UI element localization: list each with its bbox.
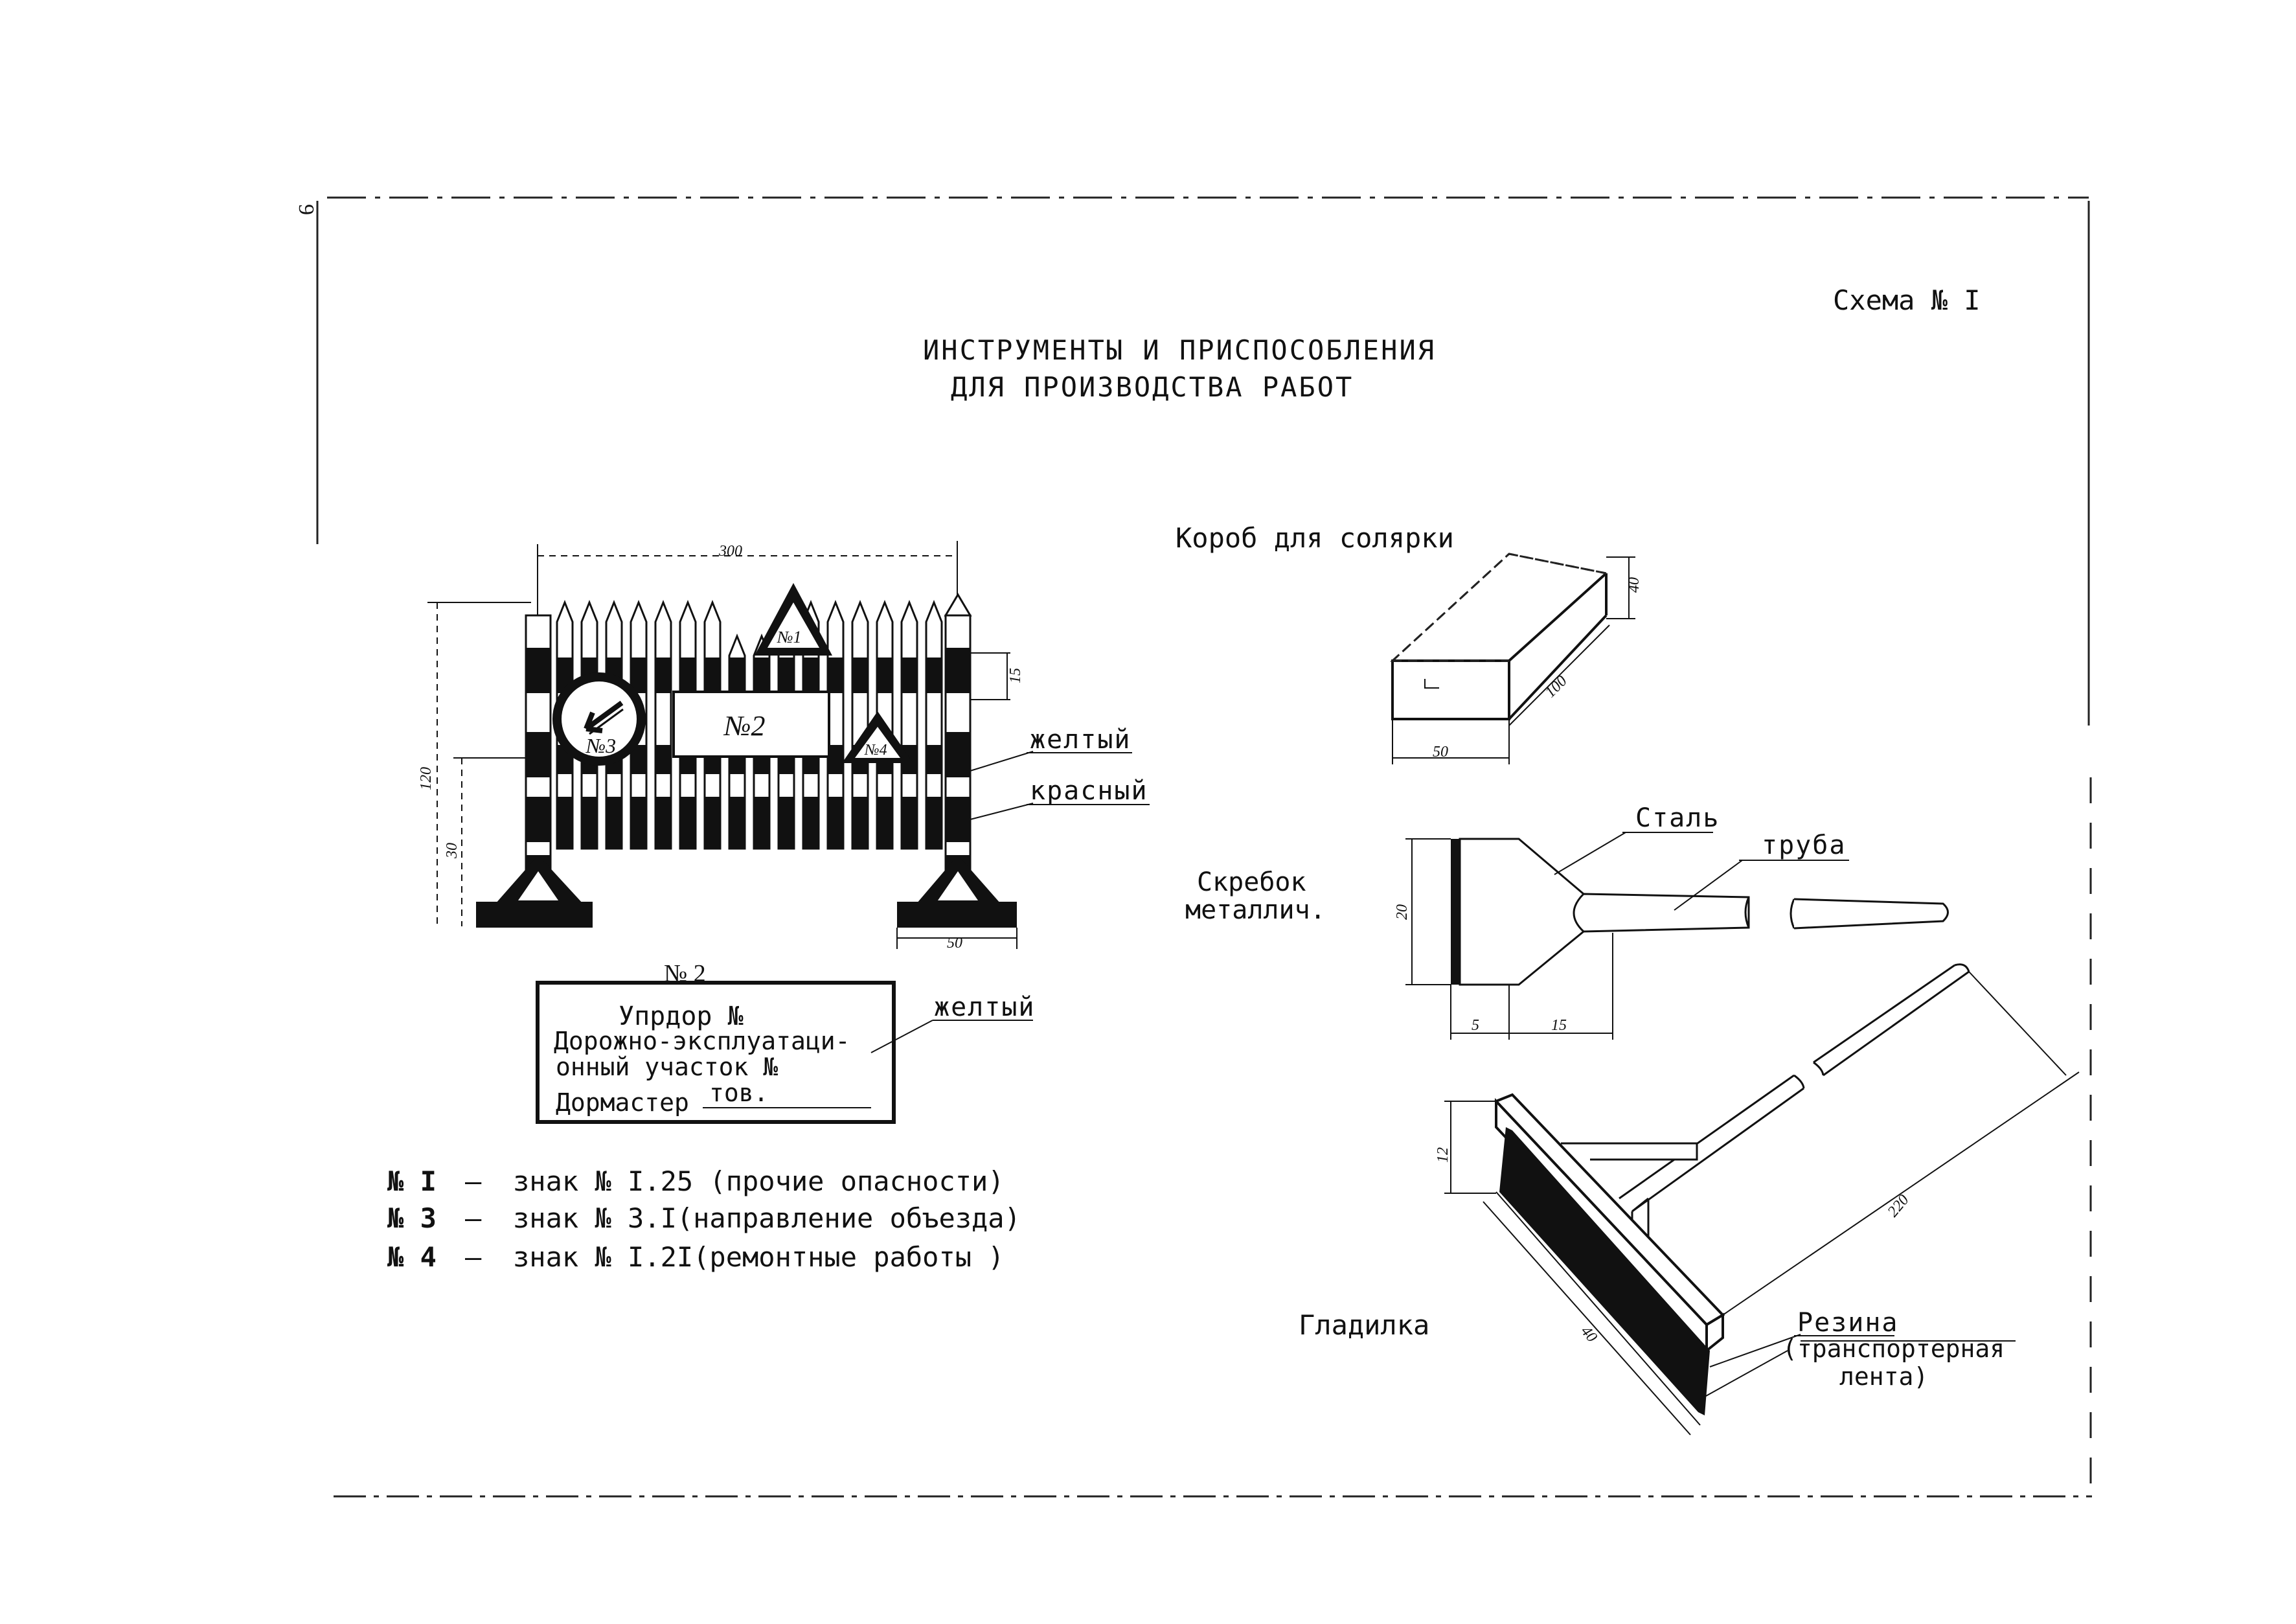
picket-stripe <box>655 797 671 849</box>
scraper-pipe-label: труба <box>1762 830 1846 860</box>
trowel-rubber-line1: Резина <box>1797 1308 1899 1338</box>
picket-stripe <box>926 658 942 693</box>
picket-stripe <box>754 658 769 693</box>
plate-line4-prefix: Дормастер <box>556 1088 689 1117</box>
plate-line2: Дорожно-эксплуатаци- <box>554 1027 850 1055</box>
picket-stripe <box>926 797 942 849</box>
picket-stripe <box>655 658 671 693</box>
scraper-title-line1: Скребок <box>1197 867 1306 897</box>
scraper-dim-b: 15 <box>1551 1017 1567 1034</box>
trowel-drawing: 220 40 12 Гладилка Резина (транспортерна… <box>1299 963 2080 1435</box>
warning-triangle-sign-1: №1 <box>755 583 832 656</box>
roadworks-triangle-sign-4: №4 <box>842 711 913 763</box>
picket-stripe <box>779 658 794 693</box>
picket-stripe <box>828 658 843 693</box>
trowel-dim-height: 12 <box>1435 1147 1451 1163</box>
picket-stripe <box>877 658 892 693</box>
scraper-steel-label: Сталь <box>1635 803 1720 833</box>
info-plate-sign-2: №2 <box>672 691 830 758</box>
picket-stripe <box>680 797 696 849</box>
sign-1-label: №1 <box>777 628 802 646</box>
picket-stripe <box>754 797 769 849</box>
picket-stripe <box>852 658 868 693</box>
barrier-yellow-label: желтый <box>1030 725 1131 755</box>
barrier-dim-stripe: 15 <box>1007 668 1024 683</box>
trowel-rubber-line2: (транспортерная <box>1782 1334 2005 1363</box>
picket-stripe <box>729 658 745 693</box>
road-barrier-drawing: 300 120 30 15 <box>418 541 1150 952</box>
sign-4-label: №4 <box>864 742 887 759</box>
barrier-dim-mid: 30 <box>444 843 460 859</box>
sheet-frame <box>316 196 2092 1498</box>
sign-2-label: №2 <box>723 710 766 742</box>
legend-dash-3: – <box>465 1241 482 1273</box>
plate-no2-drawing: № 2 Упрдор № Дорожно-эксплуатаци- онный … <box>536 960 1036 1124</box>
trowel-dim-blade: 40 <box>1577 1323 1600 1345</box>
detour-round-sign-3: №3 <box>552 672 646 766</box>
page-number: 9 <box>294 204 318 215</box>
scraper-title-line2: металлич. <box>1185 895 1326 925</box>
sign-3-label: №3 <box>585 734 616 757</box>
plate-line1: Упрдор № <box>619 1001 744 1031</box>
legend-dash-1: – <box>465 1165 482 1197</box>
scraper-dim-height: 20 <box>1394 904 1411 920</box>
box-dim-width: 50 <box>1433 744 1448 761</box>
picket-stripe <box>655 745 671 774</box>
sign-legend: № I – знак № I.25 (прочие опасности) № 3… <box>387 1165 1021 1273</box>
picket-stripe <box>828 797 843 849</box>
picket-stripe <box>729 797 745 849</box>
box-dim-length: 100 <box>1542 672 1571 701</box>
legend-num-1: № I <box>387 1165 437 1197</box>
picket-stripe <box>803 658 819 693</box>
picket-stripe <box>606 797 622 849</box>
picket-stripe <box>902 658 917 693</box>
diesel-box-drawing: Короб для солярки 50 100 40 <box>1176 522 1642 764</box>
plate-yellow-label: желтый <box>934 992 1036 1022</box>
picket-stripe <box>902 797 917 849</box>
legend-text-1: знак № I.25 (прочие опасности) <box>513 1165 1005 1197</box>
legend-text-2: знак № 3.I(направление объезда) <box>513 1202 1021 1234</box>
picket-stripe <box>557 797 573 849</box>
picket-stripe <box>631 797 646 849</box>
barrier-red-label: красный <box>1030 776 1148 806</box>
box-dim-height: 40 <box>1626 577 1642 593</box>
picket-stripe <box>852 797 868 849</box>
barrier-dim-foot: 50 <box>947 935 962 952</box>
picket-stripe <box>926 745 942 774</box>
trowel-title: Гладилка <box>1299 1309 1429 1341</box>
plate-line4-suffix: тов. <box>709 1079 769 1107</box>
metal-scraper-drawing: Скребок металлич. Сталь труба 20 5 15 <box>1185 803 1949 1040</box>
legend-num-3: № 4 <box>387 1241 437 1273</box>
legend-dash-2: – <box>465 1202 482 1234</box>
trowel-rubber-line3: лента) <box>1839 1362 1928 1391</box>
picket-stripe <box>877 797 892 849</box>
scraper-dim-a: 5 <box>1472 1017 1479 1034</box>
barrier-dim-width: 300 <box>718 543 742 560</box>
page-title-line2: ДЛЯ ПРОИЗВОДСТВА РАБОТ <box>951 371 1354 403</box>
trowel-dim-handle: 220 <box>1885 1192 1913 1220</box>
scheme-label: Схема № I <box>1833 284 1981 316</box>
picket-stripe <box>582 797 597 849</box>
barrier-dim-height: 120 <box>418 767 435 790</box>
legend-num-2: № 3 <box>387 1202 437 1234</box>
picket-stripe <box>705 797 720 849</box>
picket-stripe <box>803 797 819 849</box>
picket-stripe <box>631 658 646 693</box>
legend-text-3: знак № I.2I(ремонтные работы ) <box>513 1241 1005 1273</box>
box-title: Короб для солярки <box>1176 522 1454 554</box>
plate-line3: онный участок № <box>556 1053 778 1081</box>
picket-stripe <box>705 658 720 693</box>
picket-stripe <box>779 797 794 849</box>
picket-stripe <box>680 658 696 693</box>
page-title-line1: ИНСТРУМЕНТЫ И ПРИСПОСОБЛЕНИЯ <box>923 334 1436 366</box>
